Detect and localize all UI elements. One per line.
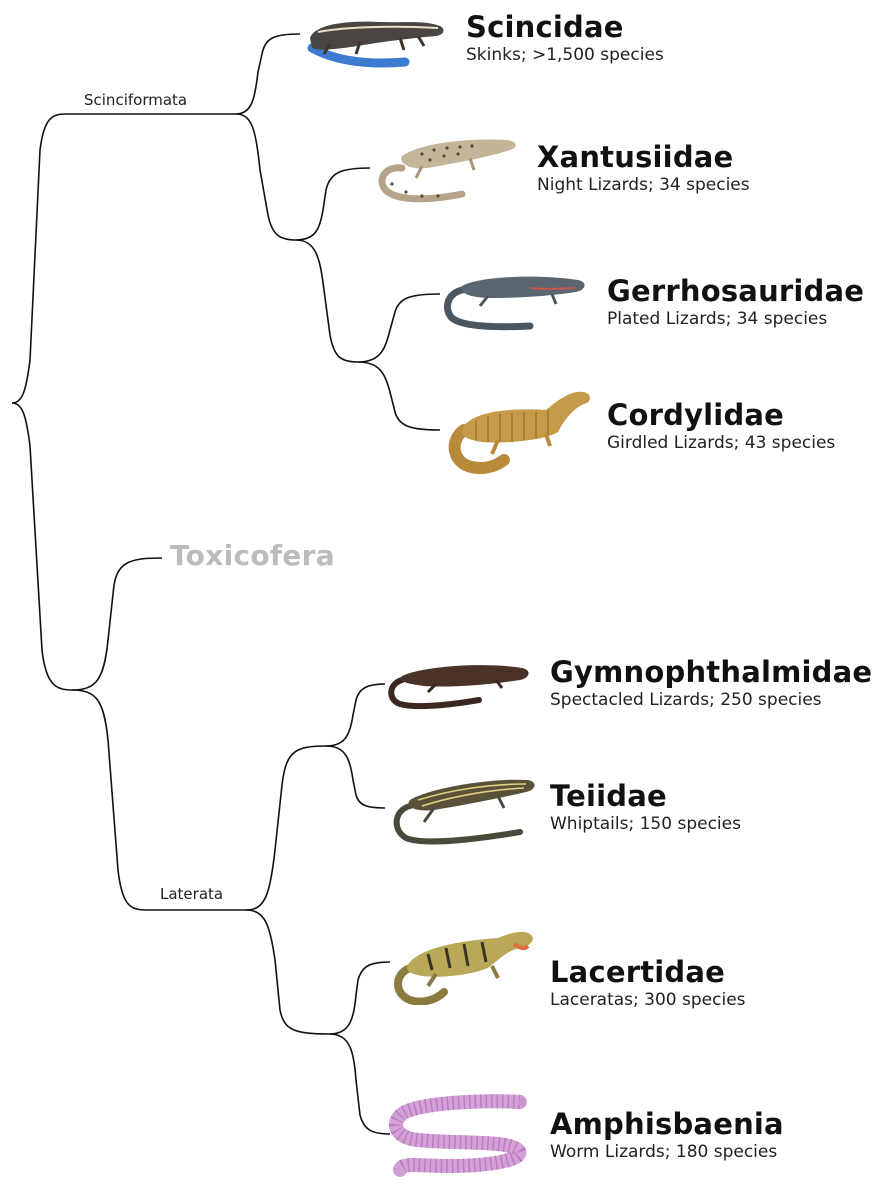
branch-to-teiidae: [326, 746, 385, 808]
lacerta-illustration: [388, 920, 538, 1005]
worm-lizard-illustration: [388, 1090, 538, 1180]
spectacled-lizard-illustration: [384, 652, 534, 712]
taxon-teiidae: Teiidae Whiptails; 150 species: [550, 779, 741, 835]
taxon-xantusiidae: Xantusiidae Night Lizards; 34 species: [537, 140, 750, 196]
branch-to-xantusiidae: [296, 168, 370, 240]
taxon-name: Cordylidae: [607, 398, 835, 432]
branch-to-laterata: [72, 690, 146, 910]
taxon-name: Teiidae: [550, 779, 741, 813]
taxon-name: Amphisbaenia: [550, 1107, 784, 1141]
taxon-name: Gymnophthalmidae: [550, 655, 872, 689]
taxon-name: Gerrhosauridae: [607, 274, 864, 308]
taxon-description: Laceratas; 300 species: [550, 989, 746, 1011]
branch-to-lacertidae: [330, 962, 390, 1034]
taxon-gerrhosauridae: Gerrhosauridae Plated Lizards; 34 specie…: [607, 274, 864, 330]
taxon-scincidae: Scincidae Skinks; >1,500 species: [466, 10, 664, 66]
whiptail-illustration: [390, 770, 540, 848]
clade-label-laterata: Laterata: [160, 885, 223, 903]
branch-to-toxicofera: [72, 558, 162, 690]
branch-to-gymnophthalmidae: [326, 684, 385, 746]
taxon-description: Worm Lizards; 180 species: [550, 1141, 784, 1163]
branch-to-gerrhosauridae: [358, 294, 440, 362]
clade-label-scinciformata: Scinciformata: [84, 91, 187, 109]
taxon-description: Skinks; >1,500 species: [466, 44, 664, 66]
branch-root-to-scinciformata: [12, 114, 66, 403]
taxon-description: Plated Lizards; 34 species: [607, 308, 864, 330]
taxon-amphisbaenia: Amphisbaenia Worm Lizards; 180 species: [550, 1107, 784, 1163]
night-lizard-illustration: [372, 128, 522, 208]
branch-to-gerrho-group: [296, 240, 358, 362]
branch-to-scincidae: [236, 34, 300, 114]
skink-illustration: [300, 8, 450, 70]
branch-root-to-lower: [12, 403, 72, 690]
taxon-gymnophthalmidae: Gymnophthalmidae Spectacled Lizards; 250…: [550, 655, 872, 711]
taxon-name: Xantusiidae: [537, 140, 750, 174]
taxon-cordylidae: Cordylidae Girdled Lizards; 43 species: [607, 398, 835, 454]
plated-lizard-illustration: [440, 266, 590, 336]
branch-to-gymno-teiid-group: [246, 746, 326, 910]
clade-label-toxicofera: Toxicofera: [170, 539, 335, 572]
branch-to-cordylidae: [358, 362, 440, 430]
branch-to-amphisbaenia: [330, 1034, 390, 1134]
taxon-name: Lacertidae: [550, 955, 746, 989]
taxon-lacertidae: Lacertidae Laceratas; 300 species: [550, 955, 746, 1011]
taxon-description: Night Lizards; 34 species: [537, 174, 750, 196]
branch-to-xantusiid-group: [236, 114, 296, 240]
girdled-lizard-illustration: [446, 380, 596, 475]
taxon-name: Scincidae: [466, 10, 664, 44]
taxon-description: Spectacled Lizards; 250 species: [550, 689, 872, 711]
taxon-description: Whiptails; 150 species: [550, 813, 741, 835]
branch-to-lacert-amphis-group: [246, 910, 330, 1034]
taxon-description: Girdled Lizards; 43 species: [607, 432, 835, 454]
